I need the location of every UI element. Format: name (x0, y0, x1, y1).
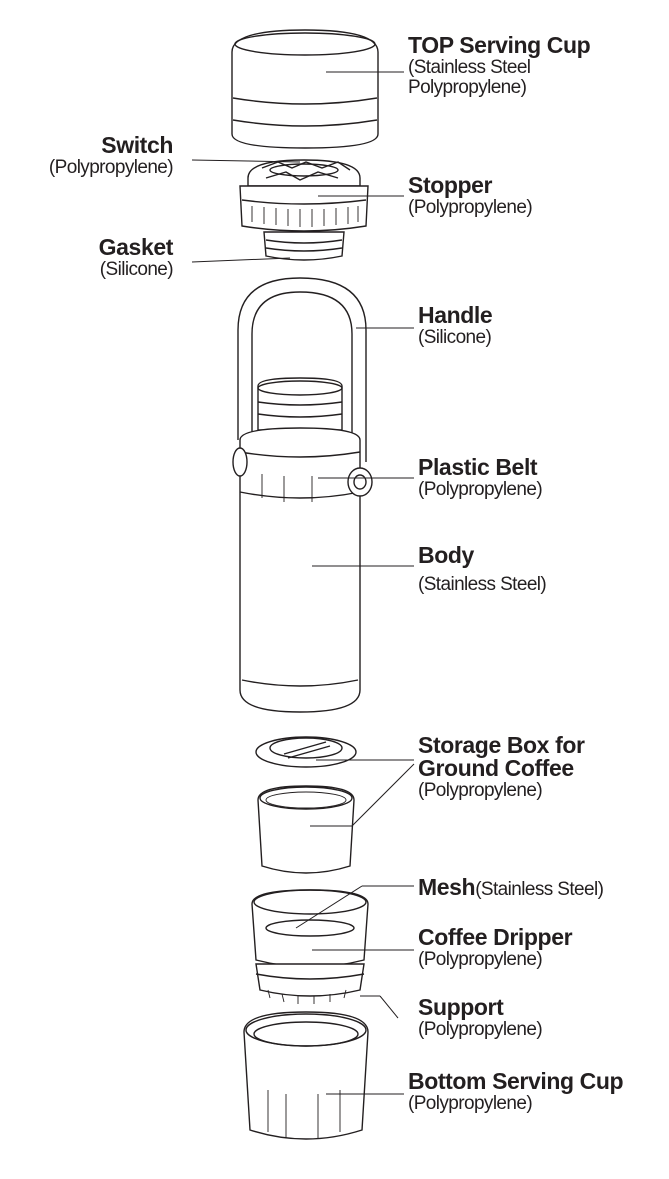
label-coffee-dripper: Coffee Dripper (Polypropylene) (418, 924, 573, 970)
label-switch: Switch (Polypropylene) (48, 132, 174, 178)
label-support: Support (Polypropylene) (418, 994, 543, 1040)
label-storage-box: Storage Box for Ground Coffee (Polypropy… (418, 732, 585, 801)
label-title: Coffee Dripper (418, 924, 573, 950)
label-material: (Polypropylene) (418, 780, 543, 801)
handle-part (237, 277, 367, 462)
label-handle: Handle (Silicone) (418, 302, 493, 348)
top-serving-cup-part (231, 29, 379, 149)
label-material: (Polypropylene) (408, 1093, 533, 1114)
label-title: Mesh (418, 874, 476, 900)
label-top-serving-cup: TOP Serving Cup (Stainless Steel Polypro… (408, 32, 591, 98)
label-body: Body (Stainless Steel) (418, 542, 547, 595)
gasket-part (263, 231, 345, 261)
label-stopper: Stopper (Polypropylene) (408, 172, 533, 218)
leader-lines (191, 71, 415, 1095)
label-material: (Polypropylene) (418, 949, 543, 970)
label-title: Bottom Serving Cup (408, 1068, 624, 1094)
label-plastic-belt: Plastic Belt (Polypropylene) (418, 454, 543, 500)
label-material: (Stainless Steel (408, 57, 531, 78)
label-material: (Stainless Steel) (475, 879, 604, 900)
label-title: Stopper (408, 172, 493, 198)
coffee-dripper-part (251, 889, 369, 968)
storage-lid-part (255, 736, 357, 768)
label-mesh: Mesh(Stainless Steel) (418, 874, 604, 900)
support-part (255, 963, 365, 1004)
label-material: (Polypropylene) (418, 479, 543, 500)
label-title: Support (418, 994, 504, 1020)
label-title: Plastic Belt (418, 454, 538, 480)
label-title: Storage Box for (418, 732, 585, 758)
stopper-part (239, 159, 369, 232)
label-title: Switch (101, 132, 173, 158)
storage-box-part (257, 785, 355, 874)
label-material: (Silicone) (418, 327, 492, 348)
bottom-serving-cup-part (243, 1011, 369, 1140)
label-material: Polypropylene) (408, 77, 527, 98)
label-material: (Polypropylene) (48, 157, 174, 178)
label-material: (Stainless Steel) (418, 574, 547, 595)
label-title: Gasket (98, 234, 174, 260)
label-bottom-serving-cup: Bottom Serving Cup (Polypropylene) (408, 1068, 624, 1114)
label-material: (Polypropylene) (418, 1019, 543, 1040)
label-title: Handle (418, 302, 493, 328)
label-material: (Polypropylene) (408, 197, 533, 218)
label-title: Body (418, 542, 474, 568)
body-part (232, 377, 373, 713)
label-title: Ground Coffee (418, 755, 574, 781)
label-title: TOP Serving Cup (408, 32, 591, 58)
label-material: (Silicone) (99, 259, 174, 280)
label-gasket: Gasket (Silicone) (98, 234, 174, 280)
